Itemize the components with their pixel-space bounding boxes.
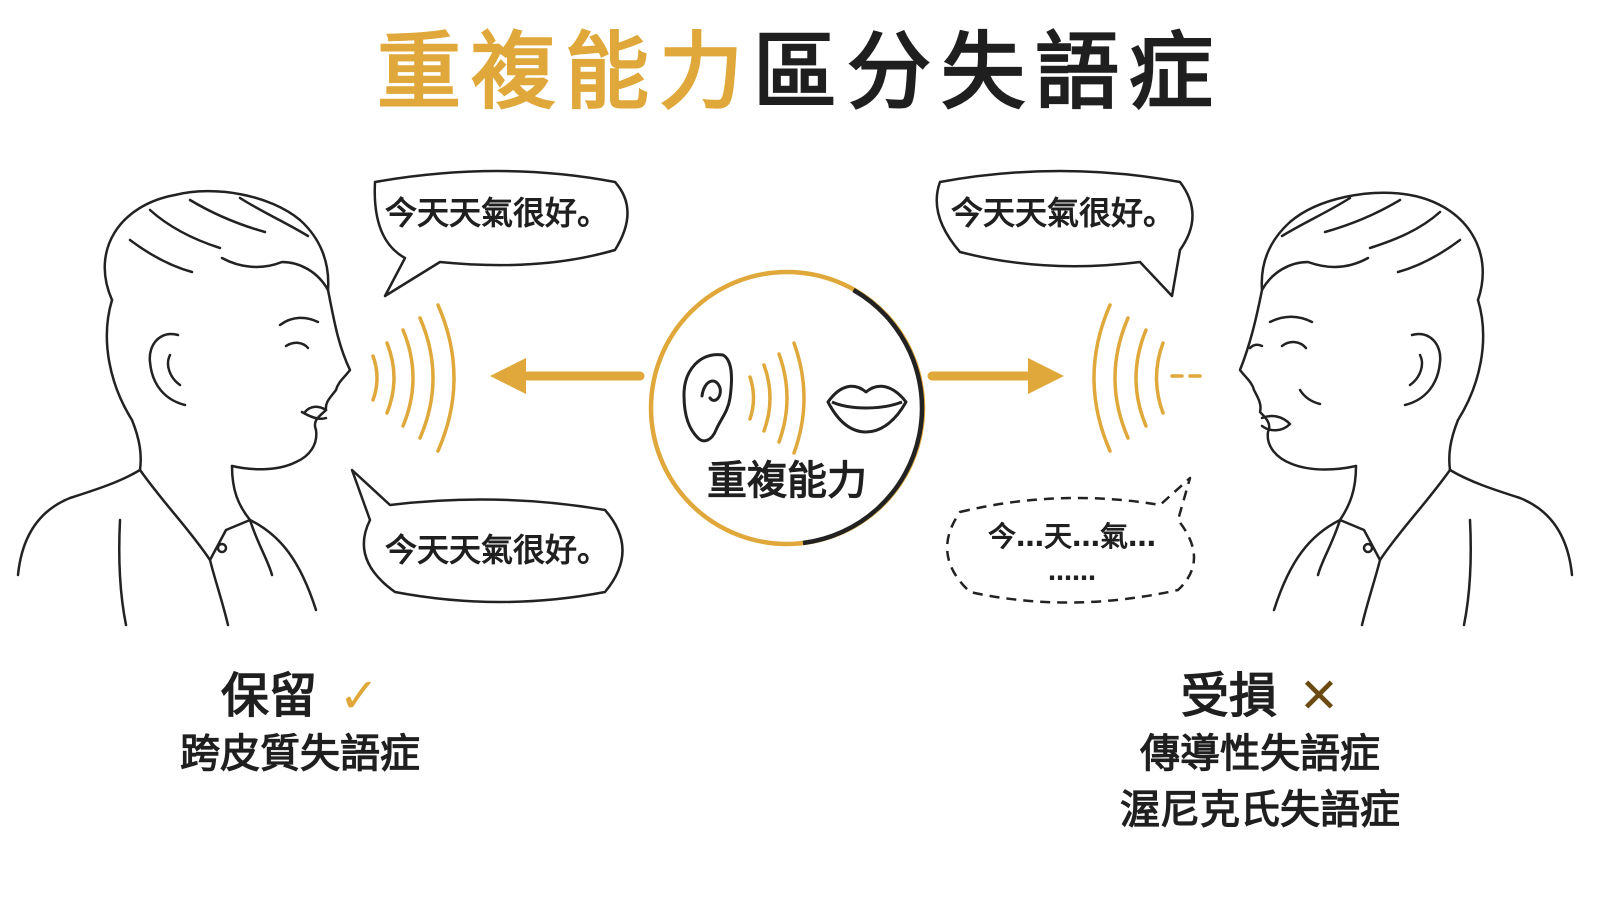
- title-rest: 區分失語症: [753, 23, 1224, 121]
- lips-icon: [826, 384, 908, 434]
- right-result: 受損 ✕ 傳導性失語症 渥尼克氏失語症: [1080, 666, 1440, 838]
- right-status-text: 受損: [1180, 668, 1277, 724]
- right-bottom-bubble-line1: 今…天…氣…: [988, 520, 1156, 553]
- left-top-speech-bubble: 今天天氣很好。: [373, 169, 629, 298]
- right-aphasia-type-2: 渥尼克氏失語症: [1120, 787, 1400, 833]
- inner-sound-waves: [748, 341, 806, 455]
- left-status-text: 保留: [220, 668, 317, 724]
- left-top-bubble-text: 今天天氣很好。: [385, 194, 609, 232]
- right-status: 受損 ✕: [1080, 666, 1440, 726]
- right-top-bubble-text: 今天天氣很好。: [951, 194, 1175, 232]
- left-status: 保留 ✓: [140, 666, 460, 726]
- right-sound-waves-fading: [1092, 303, 1202, 453]
- center-label: 重複能力: [707, 458, 867, 504]
- right-aphasia-type-1: 傳導性失語症: [1140, 731, 1380, 777]
- left-sound-waves: [371, 303, 456, 453]
- left-bottom-bubble-text: 今天天氣很好。: [385, 531, 609, 569]
- repetition-ability-circle: 重複能力: [648, 269, 926, 547]
- cross-icon: ✕: [1298, 668, 1340, 724]
- left-aphasia-type: 跨皮質失語症: [180, 731, 420, 777]
- check-icon: ✓: [338, 668, 380, 724]
- ear-icon: [682, 353, 733, 443]
- left-result: 保留 ✓ 跨皮質失語症: [140, 666, 460, 782]
- title-highlight: 重複能力: [376, 23, 753, 121]
- right-bottom-bubble-line2: ……: [1048, 558, 1096, 586]
- left-person-illustration: [16, 189, 352, 627]
- right-bottom-dashed-bubble: 今…天…氣… ……: [945, 476, 1196, 604]
- right-person-illustration: [1238, 191, 1574, 627]
- left-bottom-speech-bubble: 今天天氣很好。: [350, 468, 624, 604]
- right-top-speech-bubble: 今天天氣很好。: [935, 169, 1194, 298]
- page-title: 重複能力區分失語症: [0, 22, 1600, 122]
